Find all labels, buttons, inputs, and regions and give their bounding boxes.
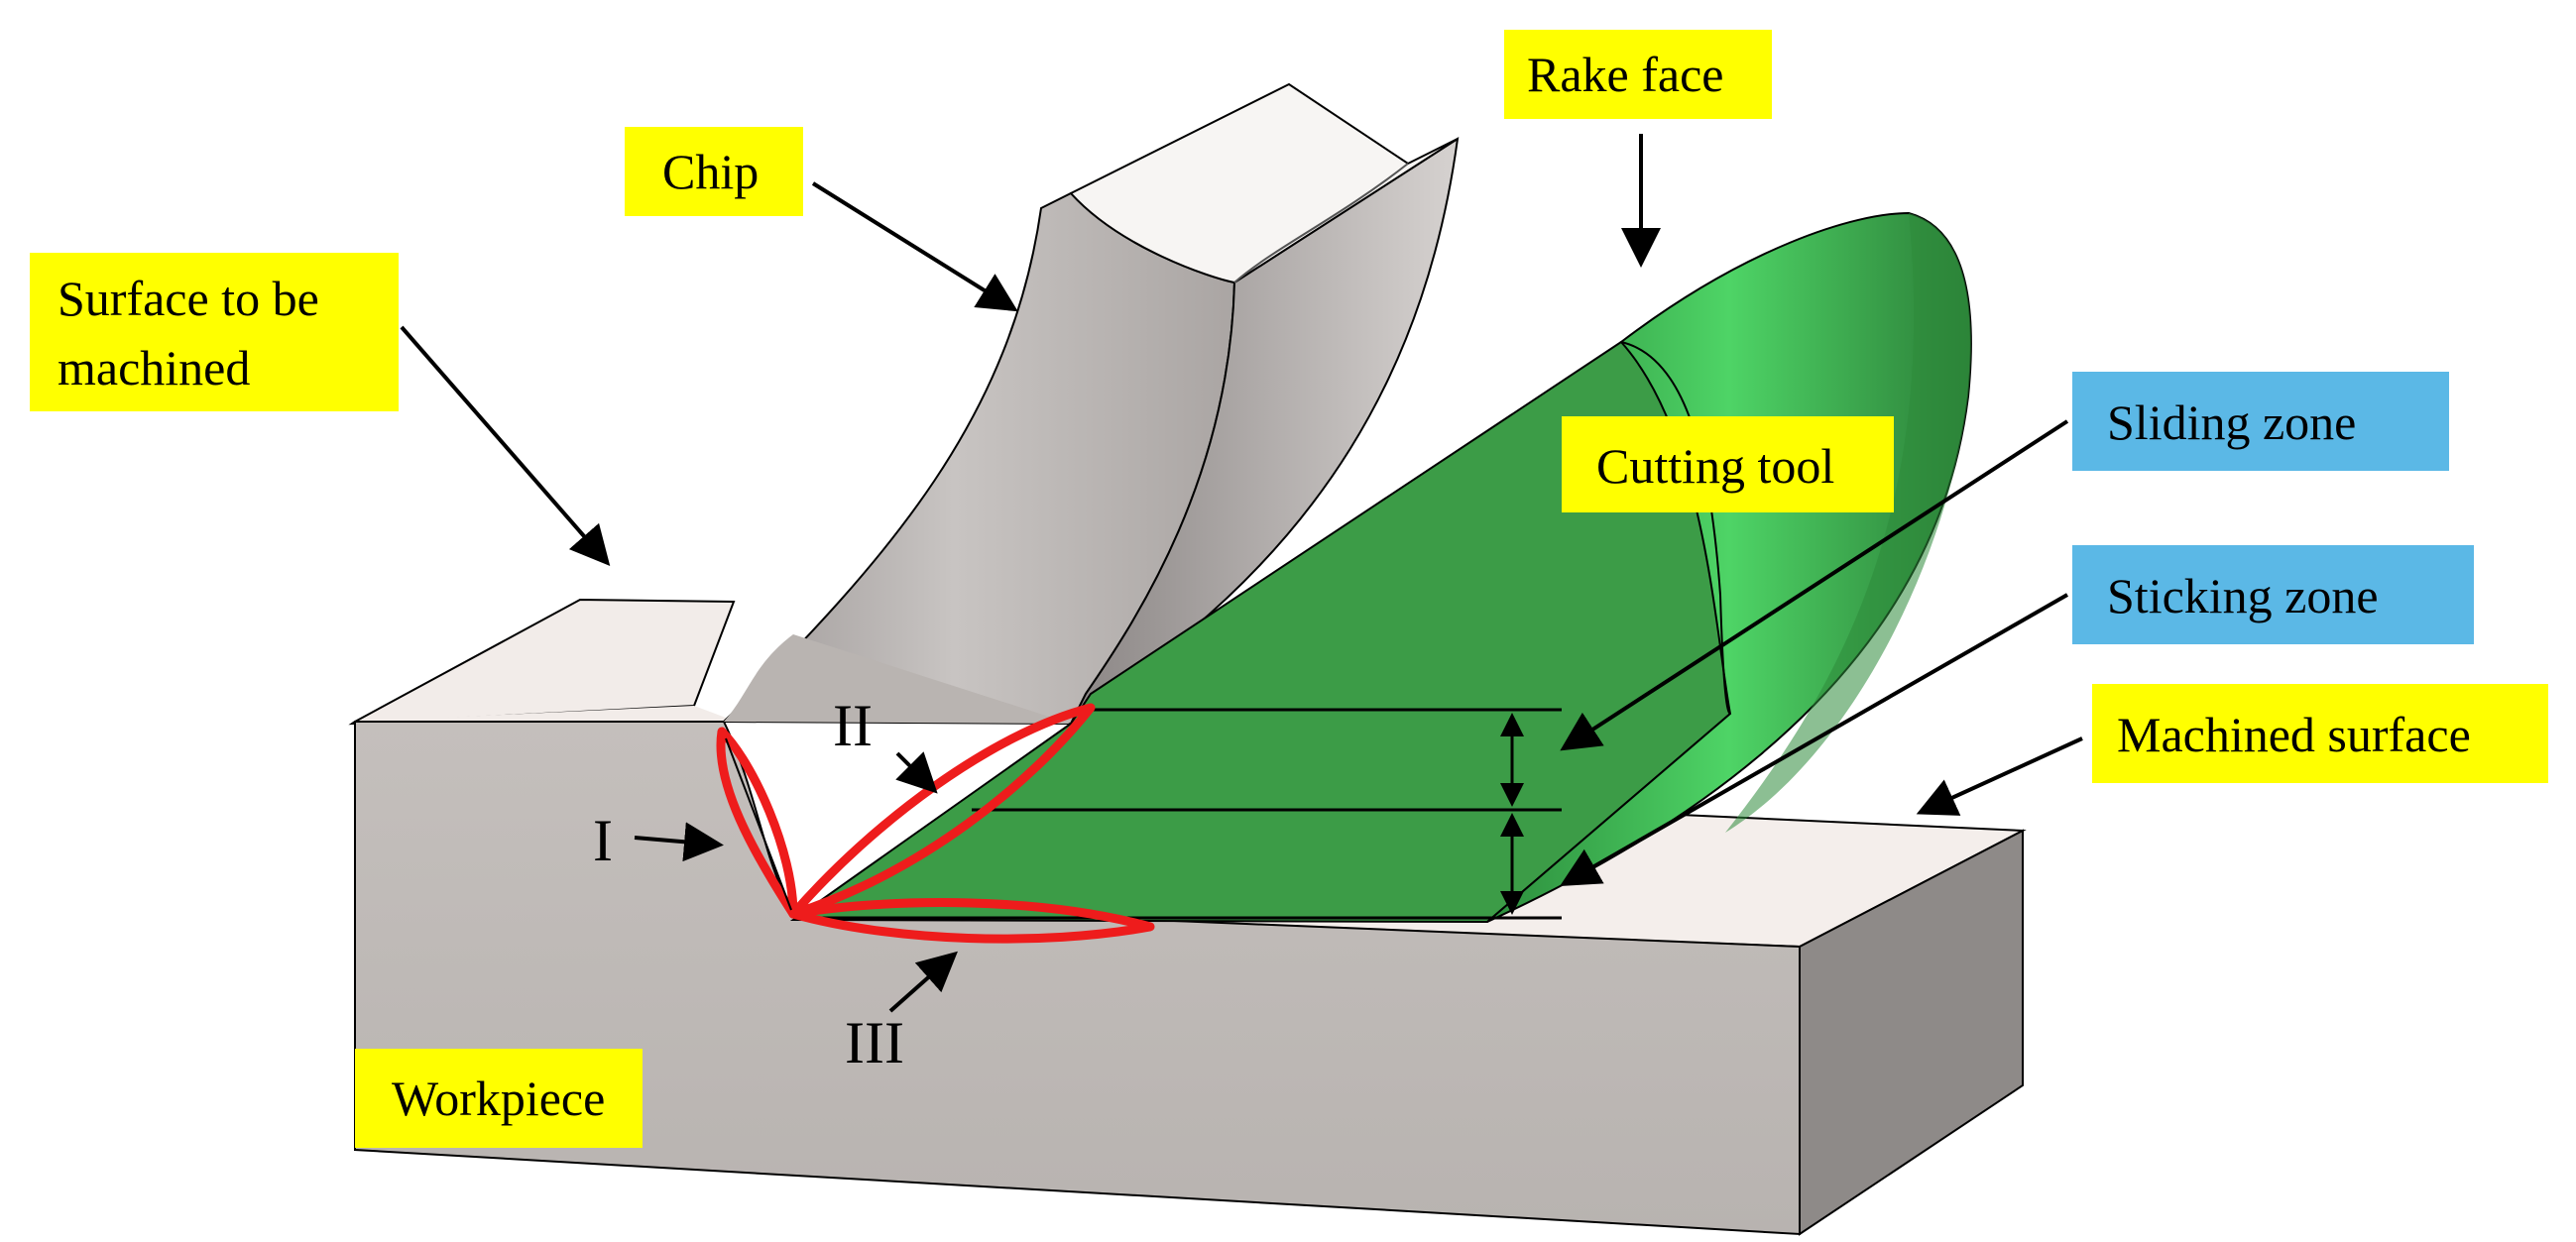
label-machined-surface: Machined surface — [2092, 684, 2548, 783]
label-workpiece: Workpiece — [355, 1049, 643, 1148]
zone-arrow-i — [634, 822, 724, 862]
zone-arrow-ii — [895, 751, 938, 794]
zone-boundary-lines — [793, 708, 1562, 920]
arrow-sliding-zone — [1560, 419, 2069, 751]
label-chip: Chip — [625, 127, 803, 216]
label-cutting-tool: Cutting tool — [1562, 416, 1894, 512]
secondary-shear-zone — [788, 703, 1096, 919]
surface-to-be-machined-face — [348, 598, 736, 726]
svg-text:Machined surface: Machined surface — [2117, 707, 2471, 762]
svg-text:Workpiece: Workpiece — [392, 1071, 605, 1126]
svg-text:Sliding zone: Sliding zone — [2107, 395, 2356, 450]
chip-body — [721, 82, 1460, 726]
deformation-zones — [716, 703, 1155, 944]
svg-text:Chip: Chip — [662, 144, 759, 199]
label-sliding-zone: Sliding zone — [2072, 372, 2449, 471]
zone-arrow-iii — [888, 951, 958, 1013]
zone-label-ii: II — [833, 693, 873, 758]
svg-text:Sticking zone: Sticking zone — [2107, 568, 2379, 623]
primary-shear-zone — [716, 727, 798, 919]
arrow-sticking-zone — [1560, 593, 2068, 886]
arrow-surface-to-be-machined — [400, 325, 611, 567]
workpiece-side-face — [1799, 829, 2024, 1236]
svg-text:machined: machined — [58, 340, 250, 395]
svg-text:Cutting tool: Cutting tool — [1596, 438, 1834, 494]
svg-text:Surface to be: Surface to be — [58, 271, 319, 326]
zone-label-i: I — [593, 808, 613, 873]
label-surface-to-be-machined: Surface to be machined — [30, 253, 399, 411]
arrow-chip — [811, 181, 1018, 312]
label-rake-face: Rake face — [1504, 30, 1772, 119]
tertiary-shear-zone — [788, 898, 1155, 944]
label-sticking-zone: Sticking zone — [2072, 545, 2474, 644]
svg-text:Rake face: Rake face — [1527, 47, 1723, 102]
arrow-machined-surface — [1916, 736, 2083, 816]
zone-label-iii: III — [845, 1010, 904, 1075]
